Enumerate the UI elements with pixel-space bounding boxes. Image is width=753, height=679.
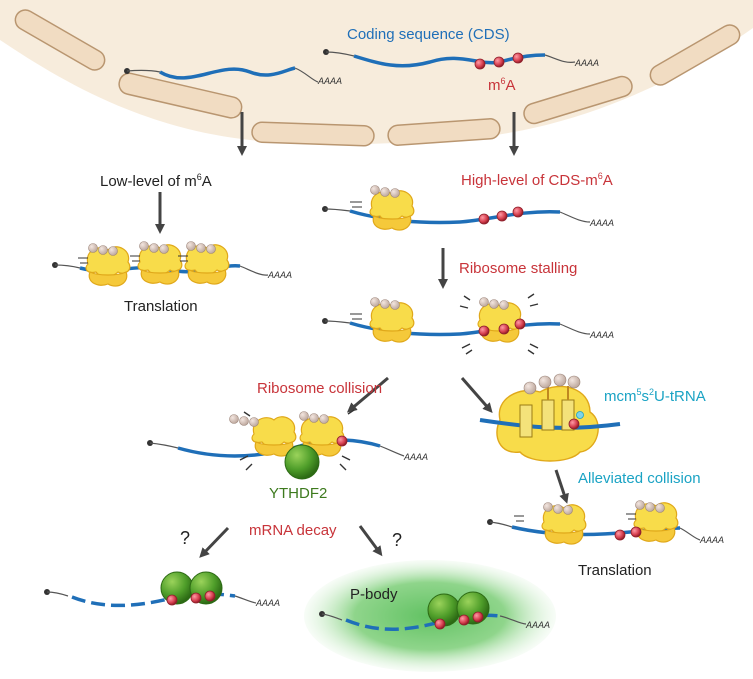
low-level-label: Low-level of m6A [100,172,212,190]
p-body-label: P-body [350,586,398,603]
nucleus-region [0,0,753,145]
collision-mrna [147,409,405,480]
polya-4: AAAA [589,218,614,228]
translation-left-mrna [52,241,269,287]
question-right-label: ? [392,530,403,550]
stalling-mrna [322,293,591,355]
mrna-decay-label: mRNA decay [249,522,337,539]
ythdf2-protein [284,444,320,480]
polya-6: AAAA [403,452,428,462]
mcm-trna-label: mcm5s2U-tRNA [604,387,706,405]
pbody-mrna [319,591,527,631]
translation-left-label: Translation [124,298,198,315]
high-level-mrna [322,185,591,231]
alleviated-collision-label: Alleviated collision [578,470,701,487]
ribosome-collision-label: Ribosome collision [257,380,383,397]
nuclear-mrna-low [124,66,319,83]
high-level-label: High-level of CDS-m6A [461,171,613,189]
polya-3: AAAA [267,270,292,280]
ribosome-stalling-label: Ribosome stalling [459,260,578,277]
translation-right-mrna [487,500,701,545]
trna-ribosome [479,373,621,462]
arrows [155,112,569,558]
polya-9: AAAA [525,620,550,630]
polya-5: AAAA [589,330,614,340]
decay-left-mrna [44,571,257,608]
nuclear-mrna-high [323,49,576,70]
cds-label: Coding sequence (CDS) [347,26,510,43]
m6a-top-label: m6A [488,76,516,94]
question-left-label: ? [180,528,191,548]
nuclear-membrane [14,9,741,147]
polya-7: AAAA [699,535,724,545]
polya-8: AAAA [255,598,280,608]
polya-2: AAAA [574,58,599,68]
polya-1: AAAA [317,76,342,86]
translation-right-label: Translation [578,562,652,579]
ythdf2-label: YTHDF2 [269,485,328,502]
